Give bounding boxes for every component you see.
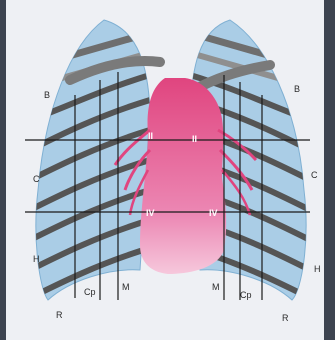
label-iv-left: IV xyxy=(146,208,155,218)
label-ii-left: II xyxy=(148,131,153,141)
label-iv-right: IV xyxy=(209,208,218,218)
label-h-left: H xyxy=(33,254,40,264)
label-cp-left: Cp xyxy=(84,287,96,297)
label-r-right: R xyxy=(282,313,289,323)
label-c-left: C xyxy=(33,174,40,184)
label-b-right: B xyxy=(294,84,300,94)
label-m-left: M xyxy=(122,282,130,292)
label-r-left: R xyxy=(56,310,63,320)
label-h-right: H xyxy=(314,264,321,274)
label-b-left: B xyxy=(44,90,50,100)
label-cp-right: Cp xyxy=(240,290,252,300)
label-c-right: C xyxy=(311,170,318,180)
label-ii-right: II xyxy=(192,134,197,144)
label-m-right: M xyxy=(212,282,220,292)
